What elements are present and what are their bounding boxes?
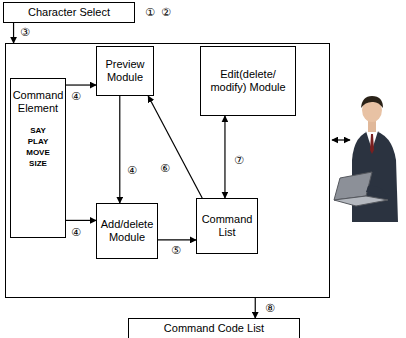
callout-number: ② (160, 7, 172, 18)
flow-arrow (66, 84, 96, 85)
node-label: Preview Module (100, 58, 150, 83)
command-keyword: SAY (30, 126, 46, 137)
flow-arrow (13, 23, 14, 43)
flow-arrow (148, 96, 202, 198)
node-label: Command List (200, 213, 254, 238)
step-number: ④ (126, 165, 138, 176)
module-box: Add/delete Module (96, 203, 158, 259)
node-label: Edit(delete/ modify) Module (204, 68, 292, 93)
step-number: ⑧ (264, 303, 276, 314)
list-box: Command List (196, 198, 258, 254)
step-number: ④ (70, 91, 82, 102)
flow-arrow (119, 96, 120, 203)
command-keyword: MOVE (26, 148, 50, 159)
module-box: Edit(delete/ modify) Module (200, 46, 296, 116)
flow-arrow (224, 116, 225, 198)
start-box: Character Select (3, 2, 135, 23)
flow-arrow (158, 239, 196, 240)
flow-arrow (255, 298, 256, 318)
command-keyword: SIZE (29, 159, 47, 170)
callout-number: ① (144, 7, 156, 18)
node-label: Command Code List (164, 322, 264, 335)
flow-arrow (66, 220, 96, 221)
step-number: ⑦ (233, 155, 245, 166)
output-box: Command Code List (128, 318, 300, 338)
node-label: Command Element (13, 89, 64, 114)
node-label: Add/delete Module (100, 218, 154, 243)
element-box: Command ElementSAYPLAYMOVESIZE (10, 78, 66, 238)
node-label: Character Select (28, 6, 110, 19)
step-number: ⑥ (159, 163, 171, 174)
command-keyword: PLAY (28, 137, 49, 148)
step-number: ⑤ (170, 245, 182, 256)
user-figure (334, 96, 398, 222)
step-number: ④ (70, 227, 82, 238)
step-number: ③ (19, 27, 31, 38)
module-box: Preview Module (96, 46, 154, 96)
user-link-arrow (332, 139, 350, 140)
